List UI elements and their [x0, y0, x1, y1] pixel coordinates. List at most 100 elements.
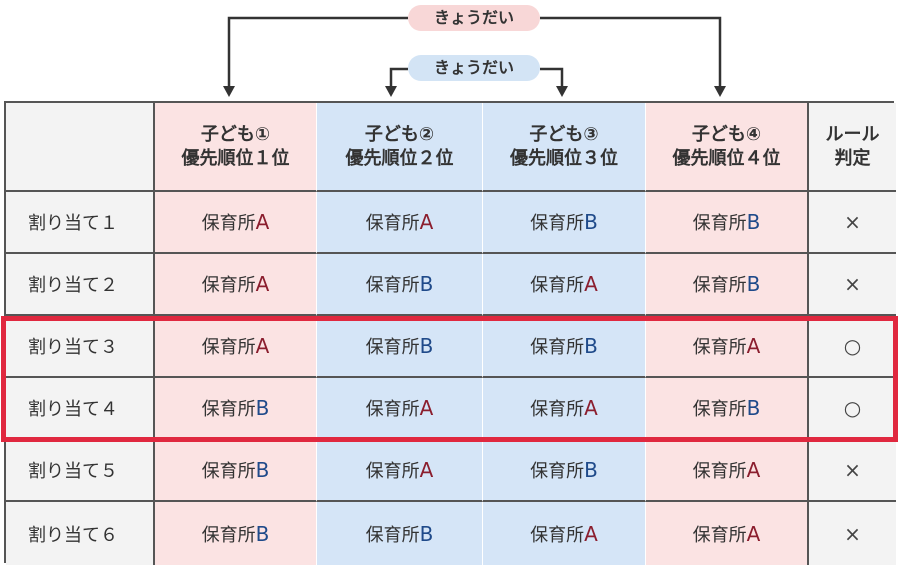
facility-letter: A — [584, 272, 598, 296]
facility-letter: B — [584, 334, 598, 358]
inner-bracket-line-right — [540, 67, 564, 88]
facility-letter: A — [419, 396, 434, 420]
facility-prefix: 保育所 — [365, 275, 420, 296]
facility-letter: A — [419, 458, 434, 482]
facility-prefix: 保育所 — [365, 524, 420, 546]
facility-prefix: 保育所 — [530, 461, 585, 482]
facility-letter: A — [255, 334, 270, 358]
facility-letter: B — [746, 272, 761, 296]
facility-prefix: 保育所 — [692, 337, 747, 358]
rule-result: × — [809, 192, 896, 254]
facility-letter: B — [255, 396, 270, 420]
facility-prefix: 保育所 — [692, 213, 747, 234]
facility-letter: A — [584, 396, 598, 420]
header-rule: ルール 判定 — [809, 103, 896, 192]
facility-letter: A — [746, 521, 761, 546]
facility-letter: A — [746, 334, 761, 358]
row-label: 割り当て１ — [6, 192, 155, 254]
facility-prefix: 保育所 — [692, 399, 747, 420]
outer-bracket-line — [227, 16, 408, 88]
row-label: 割り当て５ — [6, 440, 155, 502]
header-child-4: 子ども④ 優先順位４位 — [646, 103, 809, 192]
rule-result: ○ — [809, 316, 896, 378]
siblings-label-outer: きょうだい — [408, 5, 540, 31]
facility-prefix: 保育所 — [201, 275, 256, 296]
facility-letter: A — [746, 458, 761, 482]
rule-result: ○ — [809, 378, 896, 440]
rule-result: × — [809, 440, 896, 502]
facility-prefix: 保育所 — [365, 337, 420, 358]
header-child-2: 子ども② 優先順位２位 — [317, 103, 483, 192]
facility-prefix: 保育所 — [530, 337, 585, 358]
facility-letter: B — [419, 334, 434, 358]
facility-letter: B — [746, 396, 761, 420]
facility-prefix: 保育所 — [530, 213, 585, 234]
facility-letter: B — [746, 210, 761, 234]
facility-prefix: 保育所 — [692, 461, 747, 482]
facility-letter: B — [255, 458, 270, 482]
siblings-label-inner: きょうだい — [408, 55, 540, 81]
facility-prefix: 保育所 — [365, 399, 420, 420]
facility-prefix: 保育所 — [201, 524, 256, 546]
arrowhead-child1 — [223, 86, 235, 97]
facility-letter: B — [255, 521, 270, 546]
arrowhead-child2 — [385, 86, 397, 97]
facility-letter: A — [419, 210, 434, 234]
facility-letter: A — [255, 272, 270, 296]
facility-letter: B — [419, 521, 434, 546]
header-child-1: 子ども① 優先順位１位 — [155, 103, 317, 192]
inner-bracket-line — [389, 67, 408, 88]
facility-prefix: 保育所 — [201, 461, 256, 482]
facility-prefix: 保育所 — [365, 461, 420, 482]
facility-letter: B — [419, 272, 434, 296]
facility-prefix: 保育所 — [201, 213, 256, 234]
row-label: 割り当て３ — [6, 316, 155, 378]
allocation-table: 子ども① 優先順位１位 子ども② 優先順位２位 子ども③ 優先順位３位 子ども④… — [4, 101, 896, 565]
facility-prefix: 保育所 — [530, 524, 585, 546]
outer-bracket-line-right — [540, 16, 722, 88]
facility-prefix: 保育所 — [201, 399, 256, 420]
facility-prefix: 保育所 — [692, 275, 747, 296]
header-corner — [6, 103, 155, 192]
facility-letter: A — [255, 210, 270, 234]
facility-prefix: 保育所 — [530, 399, 585, 420]
facility-prefix: 保育所 — [692, 524, 747, 546]
facility-letter: B — [584, 458, 598, 482]
facility-prefix: 保育所 — [530, 275, 585, 296]
facility-prefix: 保育所 — [365, 213, 420, 234]
arrowhead-child3 — [556, 86, 568, 97]
rule-result: × — [809, 502, 896, 565]
header-child-3: 子ども③ 優先順位３位 — [483, 103, 646, 192]
facility-letter: A — [584, 521, 598, 546]
facility-prefix: 保育所 — [201, 337, 256, 358]
row-label: 割り当て６ — [6, 502, 155, 565]
row-label: 割り当て４ — [6, 378, 155, 440]
row-label: 割り当て２ — [6, 254, 155, 316]
arrowhead-child4 — [714, 86, 726, 97]
